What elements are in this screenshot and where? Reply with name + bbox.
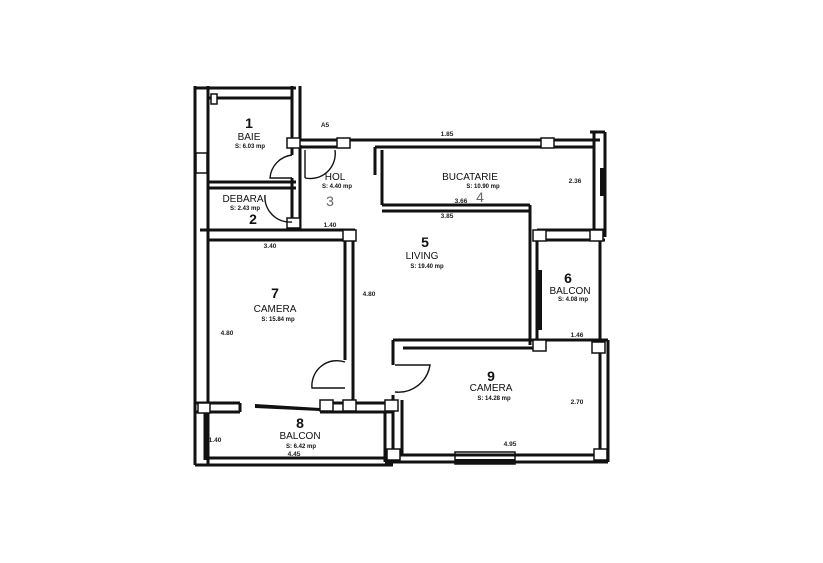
svg-text:1.40: 1.40 (324, 222, 337, 229)
svg-text:BAIE: BAIE (238, 132, 261, 143)
room-7-camera: 7 CAMERA S: 15.84 mp (254, 285, 297, 323)
door-camera7 (311, 359, 346, 389)
svg-text:4.45: 4.45 (288, 451, 301, 458)
svg-text:LIVING: LIVING (406, 251, 439, 262)
svg-text:3: 3 (326, 193, 334, 209)
room-labels: A5 1 BAIE S: 6.03 mp DEBARA S: 2.43 mp 2… (222, 115, 590, 450)
svg-text:3.66: 3.66 (455, 198, 468, 205)
room-6-balcon: 6 BALCON S: 4.08 mp (549, 270, 590, 303)
door-hol (304, 149, 336, 180)
svg-text:HOL: HOL (325, 172, 346, 183)
svg-text:3.40: 3.40 (264, 243, 277, 250)
svg-text:BALCON: BALCON (549, 286, 590, 297)
svg-text:2.36: 2.36 (569, 178, 582, 185)
room-2-debara: DEBARA S: 2.43 mp 2 (222, 194, 263, 227)
svg-text:CAMERA: CAMERA (470, 383, 513, 394)
room-9-camera: 9 CAMERA S: 14.28 mp (470, 368, 513, 402)
room-8-balcon: 8 BALCON S: 6.42 mp (279, 415, 320, 450)
svg-text:1.46: 1.46 (571, 332, 584, 339)
svg-text:2: 2 (249, 211, 257, 227)
svg-text:4.95: 4.95 (504, 441, 517, 448)
svg-text:BALCON: BALCON (279, 431, 320, 442)
svg-text:S: 14.28 mp: S: 14.28 mp (477, 396, 511, 402)
svg-text:3.85: 3.85 (441, 213, 454, 220)
svg-text:S: 19.40 mp: S: 19.40 mp (410, 264, 444, 270)
room-5-living: 5 LIVING S: 19.40 mp (406, 234, 444, 270)
svg-text:4.80: 4.80 (221, 330, 234, 337)
svg-text:5: 5 (421, 234, 429, 250)
svg-text:S: 2.43 mp: S: 2.43 mp (230, 206, 260, 212)
room-4-bucatarie: BUCATARIE S: 10.90 mp 4 (442, 172, 500, 205)
svg-text:9: 9 (487, 368, 495, 384)
svg-text:1.40: 1.40 (209, 437, 222, 444)
svg-text:7: 7 (271, 285, 279, 301)
svg-text:4: 4 (476, 189, 484, 205)
door-debara (264, 194, 293, 223)
svg-text:4.80: 4.80 (363, 291, 376, 298)
svg-text:1: 1 (245, 115, 253, 131)
pillars (197, 93, 608, 461)
svg-text:6: 6 (564, 270, 572, 286)
svg-text:1.85: 1.85 (441, 131, 454, 138)
svg-text:CAMERA: CAMERA (254, 304, 297, 315)
svg-text:8: 8 (296, 415, 304, 431)
svg-text:S: 15.84 mp: S: 15.84 mp (261, 317, 295, 323)
room-1-baie: 1 BAIE S: 6.03 mp (235, 115, 265, 150)
plan-marker: A5 (321, 122, 330, 129)
svg-text:S: 6.42 mp: S: 6.42 mp (286, 444, 316, 450)
svg-text:S: 10.90 mp: S: 10.90 mp (466, 184, 500, 190)
door-camera9 (394, 364, 431, 393)
svg-text:S: 4.08 mp: S: 4.08 mp (558, 297, 588, 303)
door-baie (269, 154, 293, 179)
svg-text:DEBARA: DEBARA (222, 194, 263, 205)
svg-text:S: 6.03 mp: S: 6.03 mp (235, 144, 265, 150)
dimension-labels: 1.40 1.85 2.36 3.66 3.85 4.80 1.46 3.40 … (209, 131, 584, 458)
svg-text:BUCATARIE: BUCATARIE (442, 172, 498, 183)
doors (264, 149, 431, 393)
room-3-hol: HOL S: 4.40 mp 3 (322, 172, 352, 209)
svg-text:S: 4.40 mp: S: 4.40 mp (322, 184, 352, 190)
svg-text:2.70: 2.70 (571, 399, 584, 406)
